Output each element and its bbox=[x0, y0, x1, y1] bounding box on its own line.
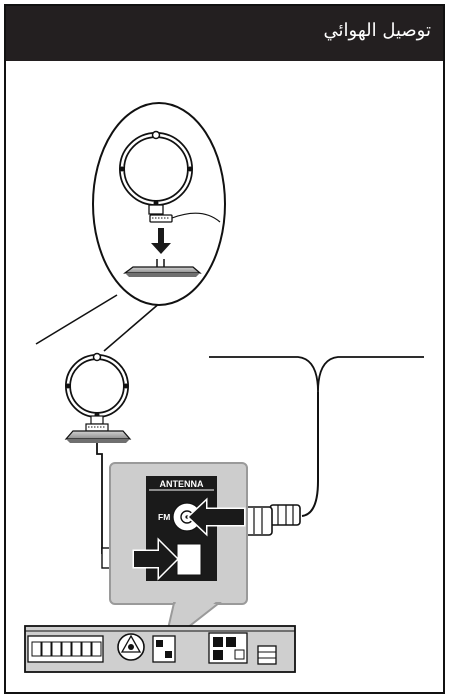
page-title: توصيل الهوائي bbox=[323, 20, 431, 41]
loop-antenna-large-icon bbox=[119, 130, 221, 223]
antenna-terminal-callout: ANTENNA FM bbox=[109, 462, 248, 649]
page-frame: توصيل الهوائي bbox=[4, 4, 445, 694]
receiver-unit-icon bbox=[24, 625, 296, 673]
speaker-terminal-icon bbox=[31, 641, 102, 657]
antenna-stand-large bbox=[123, 259, 202, 277]
arrow-left-icon bbox=[186, 497, 246, 537]
antenna-diagram: ANTENNA FM bbox=[24, 102, 424, 673]
fm-wire-antenna bbox=[209, 356, 424, 517]
arrow-down-icon bbox=[151, 228, 171, 254]
fm-label: FM bbox=[158, 512, 170, 522]
header-bar: توصيل الهوائي bbox=[6, 6, 443, 61]
antenna-panel-label: ANTENNA bbox=[160, 479, 204, 489]
loop-antenna-icon bbox=[64, 352, 132, 443]
magnified-antenna-callout bbox=[35, 102, 226, 352]
arrow-right-icon bbox=[132, 537, 180, 581]
